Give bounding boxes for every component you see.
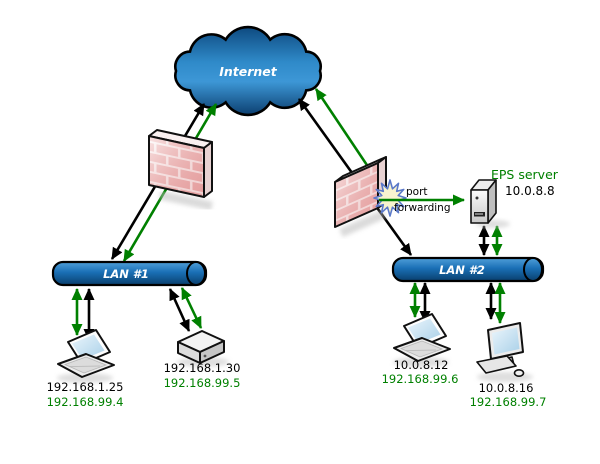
firewall2-front-sheen xyxy=(335,163,378,227)
eps-server-front xyxy=(470,189,489,224)
firewall1-shadow xyxy=(159,190,213,211)
firewall1-front-outline xyxy=(148,135,205,198)
laptop1-vpn-label: 192.168.99.4 xyxy=(47,395,124,409)
laptop2-key-line xyxy=(405,349,437,351)
workstation1-screen xyxy=(492,327,520,355)
lan1-bus: LAN #1 xyxy=(51,260,208,287)
device-labels: 192.168.1.25 192.168.99.4 192.168.1.30 1… xyxy=(47,358,547,409)
port-forwarding-label-line2: forwarding xyxy=(394,202,451,214)
desktop1-side xyxy=(199,340,225,364)
lan1-bar-cap xyxy=(186,261,206,286)
laptop2-shadow xyxy=(393,357,449,367)
laptop2-ip-label: 10.0.8.12 xyxy=(394,358,449,372)
firewall1-side-face xyxy=(203,141,213,198)
workstation1-keyboard xyxy=(476,355,517,374)
workstation1-ip-label: 10.0.8.16 xyxy=(479,381,534,395)
firewall1-front-sheen xyxy=(149,136,204,197)
links xyxy=(71,88,506,341)
laptop1-icon xyxy=(57,329,115,383)
internet-label: Internet xyxy=(219,64,278,79)
eps-server-icon: EPS server 10.0.8.8 xyxy=(470,167,559,228)
lan2-label: LAN #2 xyxy=(439,263,485,277)
laptop1-keyboard xyxy=(63,356,108,374)
laptop2-icon xyxy=(393,313,451,367)
desktop1-icon xyxy=(177,330,229,367)
firewall2-front-outline xyxy=(334,162,379,228)
laptop1-shadow xyxy=(57,373,113,383)
laptop1-ip-label: 192.168.1.25 xyxy=(47,380,124,394)
port-forwarding-hole-icon xyxy=(373,179,407,217)
port-forwarding-label-line1: port xyxy=(406,186,428,198)
cloud-shape xyxy=(174,25,322,117)
lan1-label: LAN #1 xyxy=(103,267,149,281)
laptop2-vpn-label: 192.168.99.6 xyxy=(382,372,459,386)
laptop1-screen xyxy=(72,334,105,360)
workstation1-vpn-label: 192.168.99.7 xyxy=(470,395,547,409)
link-lan1-desktop1-green xyxy=(180,287,203,329)
laptop2-screen xyxy=(408,318,441,344)
eps-server-name-label: EPS server xyxy=(491,167,559,182)
firewall2-shadow xyxy=(339,209,386,238)
port-forwarding-group: port forwarding xyxy=(373,179,465,217)
workstation1-mouse xyxy=(513,368,525,377)
firewall1-icon xyxy=(148,129,213,211)
laptop2-keyboard xyxy=(399,340,444,358)
firewall2-icon xyxy=(334,156,387,238)
desktop1-power-led xyxy=(203,354,207,358)
desktop1-ip-label: 192.168.1.30 xyxy=(164,361,241,375)
internet-cloud-icon: Internet xyxy=(174,25,322,117)
eps-server-power-led xyxy=(475,196,479,200)
lan2-bus: LAN #2 xyxy=(391,256,545,283)
lan2-bar-cap xyxy=(523,257,543,282)
laptop1-key-line xyxy=(69,365,101,367)
workstation1-icon xyxy=(476,322,533,382)
desktop1-vpn-label: 192.168.99.5 xyxy=(164,376,241,390)
eps-server-ip-label: 10.0.8.8 xyxy=(505,184,555,198)
